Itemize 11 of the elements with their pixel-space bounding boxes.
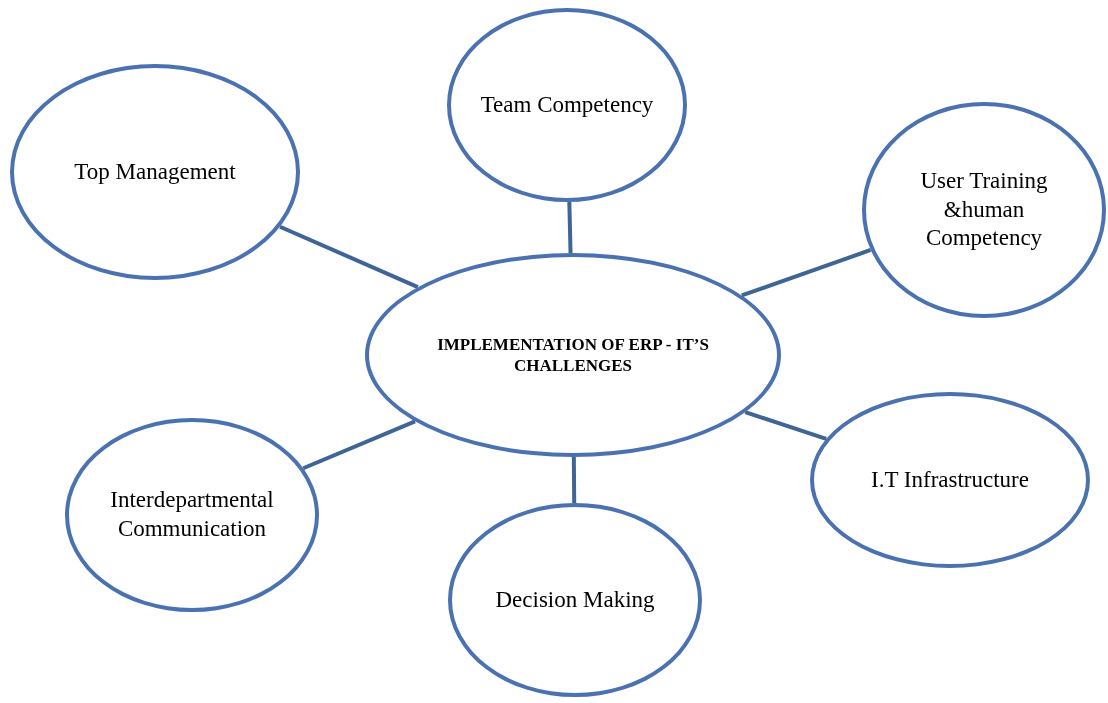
- node-label: Top Management: [74, 157, 236, 186]
- node-label: Decision Making: [495, 585, 655, 614]
- connector-line: [744, 410, 827, 441]
- connector-line: [741, 248, 872, 298]
- connector-line: [567, 201, 573, 254]
- node-label: Interdepartmental Communication: [109, 486, 275, 543]
- connector-line: [571, 456, 577, 504]
- node-label: IMPLEMENTATION OF ERP - IT’S CHALLENGES: [436, 333, 710, 377]
- node-label: User Training &human Competency: [919, 166, 1049, 253]
- node-label: I.T Infrastructure: [871, 465, 1029, 494]
- node-label: Team Competency: [480, 90, 654, 119]
